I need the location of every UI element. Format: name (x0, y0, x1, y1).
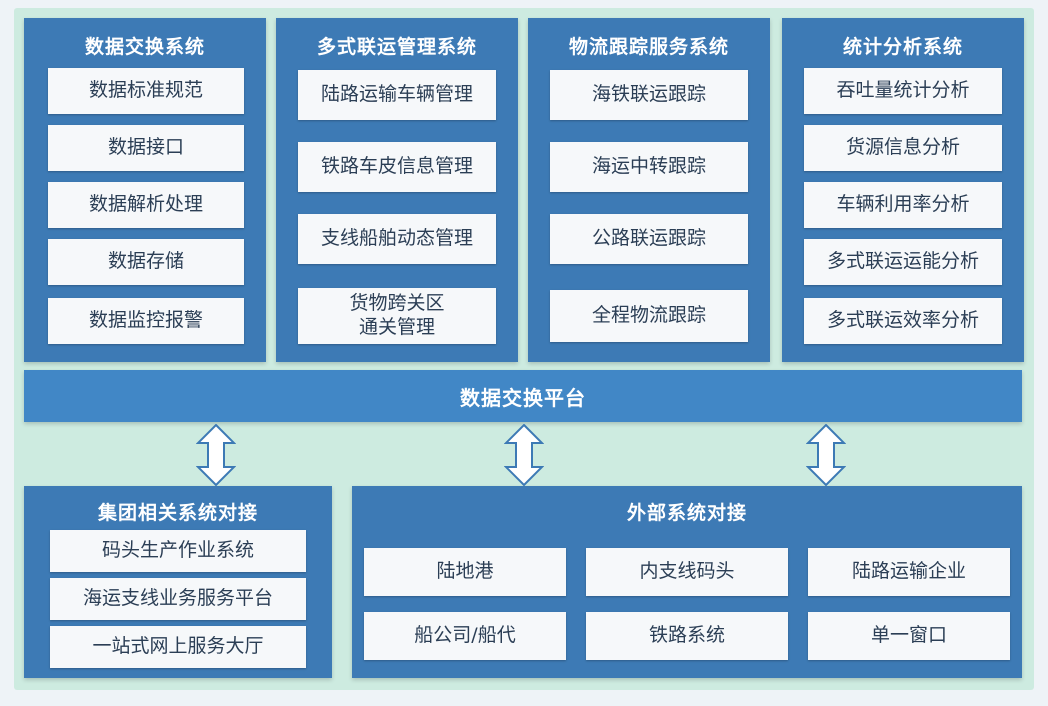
panel-title: 外部系统对接 (626, 502, 747, 524)
panel-data-exchange-system: 数据交换系统 数据标准规范 数据接口 数据解析处理 数据存储 数据监控报警 (24, 18, 266, 362)
system-item: 货源信息分析 (804, 125, 1002, 171)
system-item: 船公司/船代 (364, 612, 566, 660)
data-exchange-platform: 数据交换平台 (24, 370, 1022, 422)
double-arrow-icon (806, 424, 846, 486)
system-item: 多式联运效率分析 (804, 298, 1002, 344)
system-item: 数据标准规范 (48, 68, 244, 114)
panel-title: 数据交换系统 (84, 36, 205, 58)
panel-external-systems-integration: 外部系统对接 陆地港 内支线码头 陆路运输企业 船公司/船代 铁路系统 单一窗口 (352, 486, 1022, 678)
system-item: 海运支线业务服务平台 (50, 578, 306, 620)
system-item: 数据解析处理 (48, 182, 244, 228)
system-item: 铁路系统 (586, 612, 788, 660)
system-item: 内支线码头 (586, 548, 788, 596)
double-arrow-icon (196, 424, 236, 486)
panel-multimodal-management-system: 多式联运管理系统 陆路运输车辆管理 铁路车皮信息管理 支线船舶动态管理 货物跨关… (276, 18, 518, 362)
panel-title: 物流跟踪服务系统 (568, 36, 729, 58)
system-item: 多式联运运能分析 (804, 239, 1002, 285)
system-item: 车辆利用率分析 (804, 182, 1002, 228)
panel-title: 集团相关系统对接 (97, 502, 258, 524)
panel-logistics-tracking-system: 物流跟踪服务系统 海铁联运跟踪 海运中转跟踪 公路联运跟踪 全程物流跟踪 (528, 18, 770, 362)
panel-statistical-analysis-system: 统计分析系统 吞吐量统计分析 货源信息分析 车辆利用率分析 多式联运运能分析 多… (782, 18, 1024, 362)
system-item: 公路联运跟踪 (550, 214, 748, 264)
system-item: 吞吐量统计分析 (804, 68, 1002, 114)
system-item: 陆路运输车辆管理 (298, 70, 496, 120)
double-arrow-icon (504, 424, 544, 486)
system-item: 数据存储 (48, 239, 244, 285)
panel-group-systems-integration: 集团相关系统对接 码头生产作业系统 海运支线业务服务平台 一站式网上服务大厅 (24, 486, 332, 678)
system-item: 全程物流跟踪 (550, 290, 748, 342)
system-item: 单一窗口 (808, 612, 1010, 660)
panel-title: 统计分析系统 (842, 36, 963, 58)
system-item: 海运中转跟踪 (550, 142, 748, 192)
system-item: 陆地港 (364, 548, 566, 596)
system-item: 支线船舶动态管理 (298, 214, 496, 264)
panel-title: 多式联运管理系统 (316, 36, 477, 58)
system-item: 码头生产作业系统 (50, 530, 306, 572)
system-item: 货物跨关区 通关管理 (298, 288, 496, 344)
system-item: 铁路车皮信息管理 (298, 142, 496, 192)
system-item: 一站式网上服务大厅 (50, 626, 306, 668)
system-item: 海铁联运跟踪 (550, 70, 748, 120)
system-item: 数据监控报警 (48, 298, 244, 344)
system-item: 陆路运输企业 (808, 548, 1010, 596)
system-item: 数据接口 (48, 125, 244, 171)
